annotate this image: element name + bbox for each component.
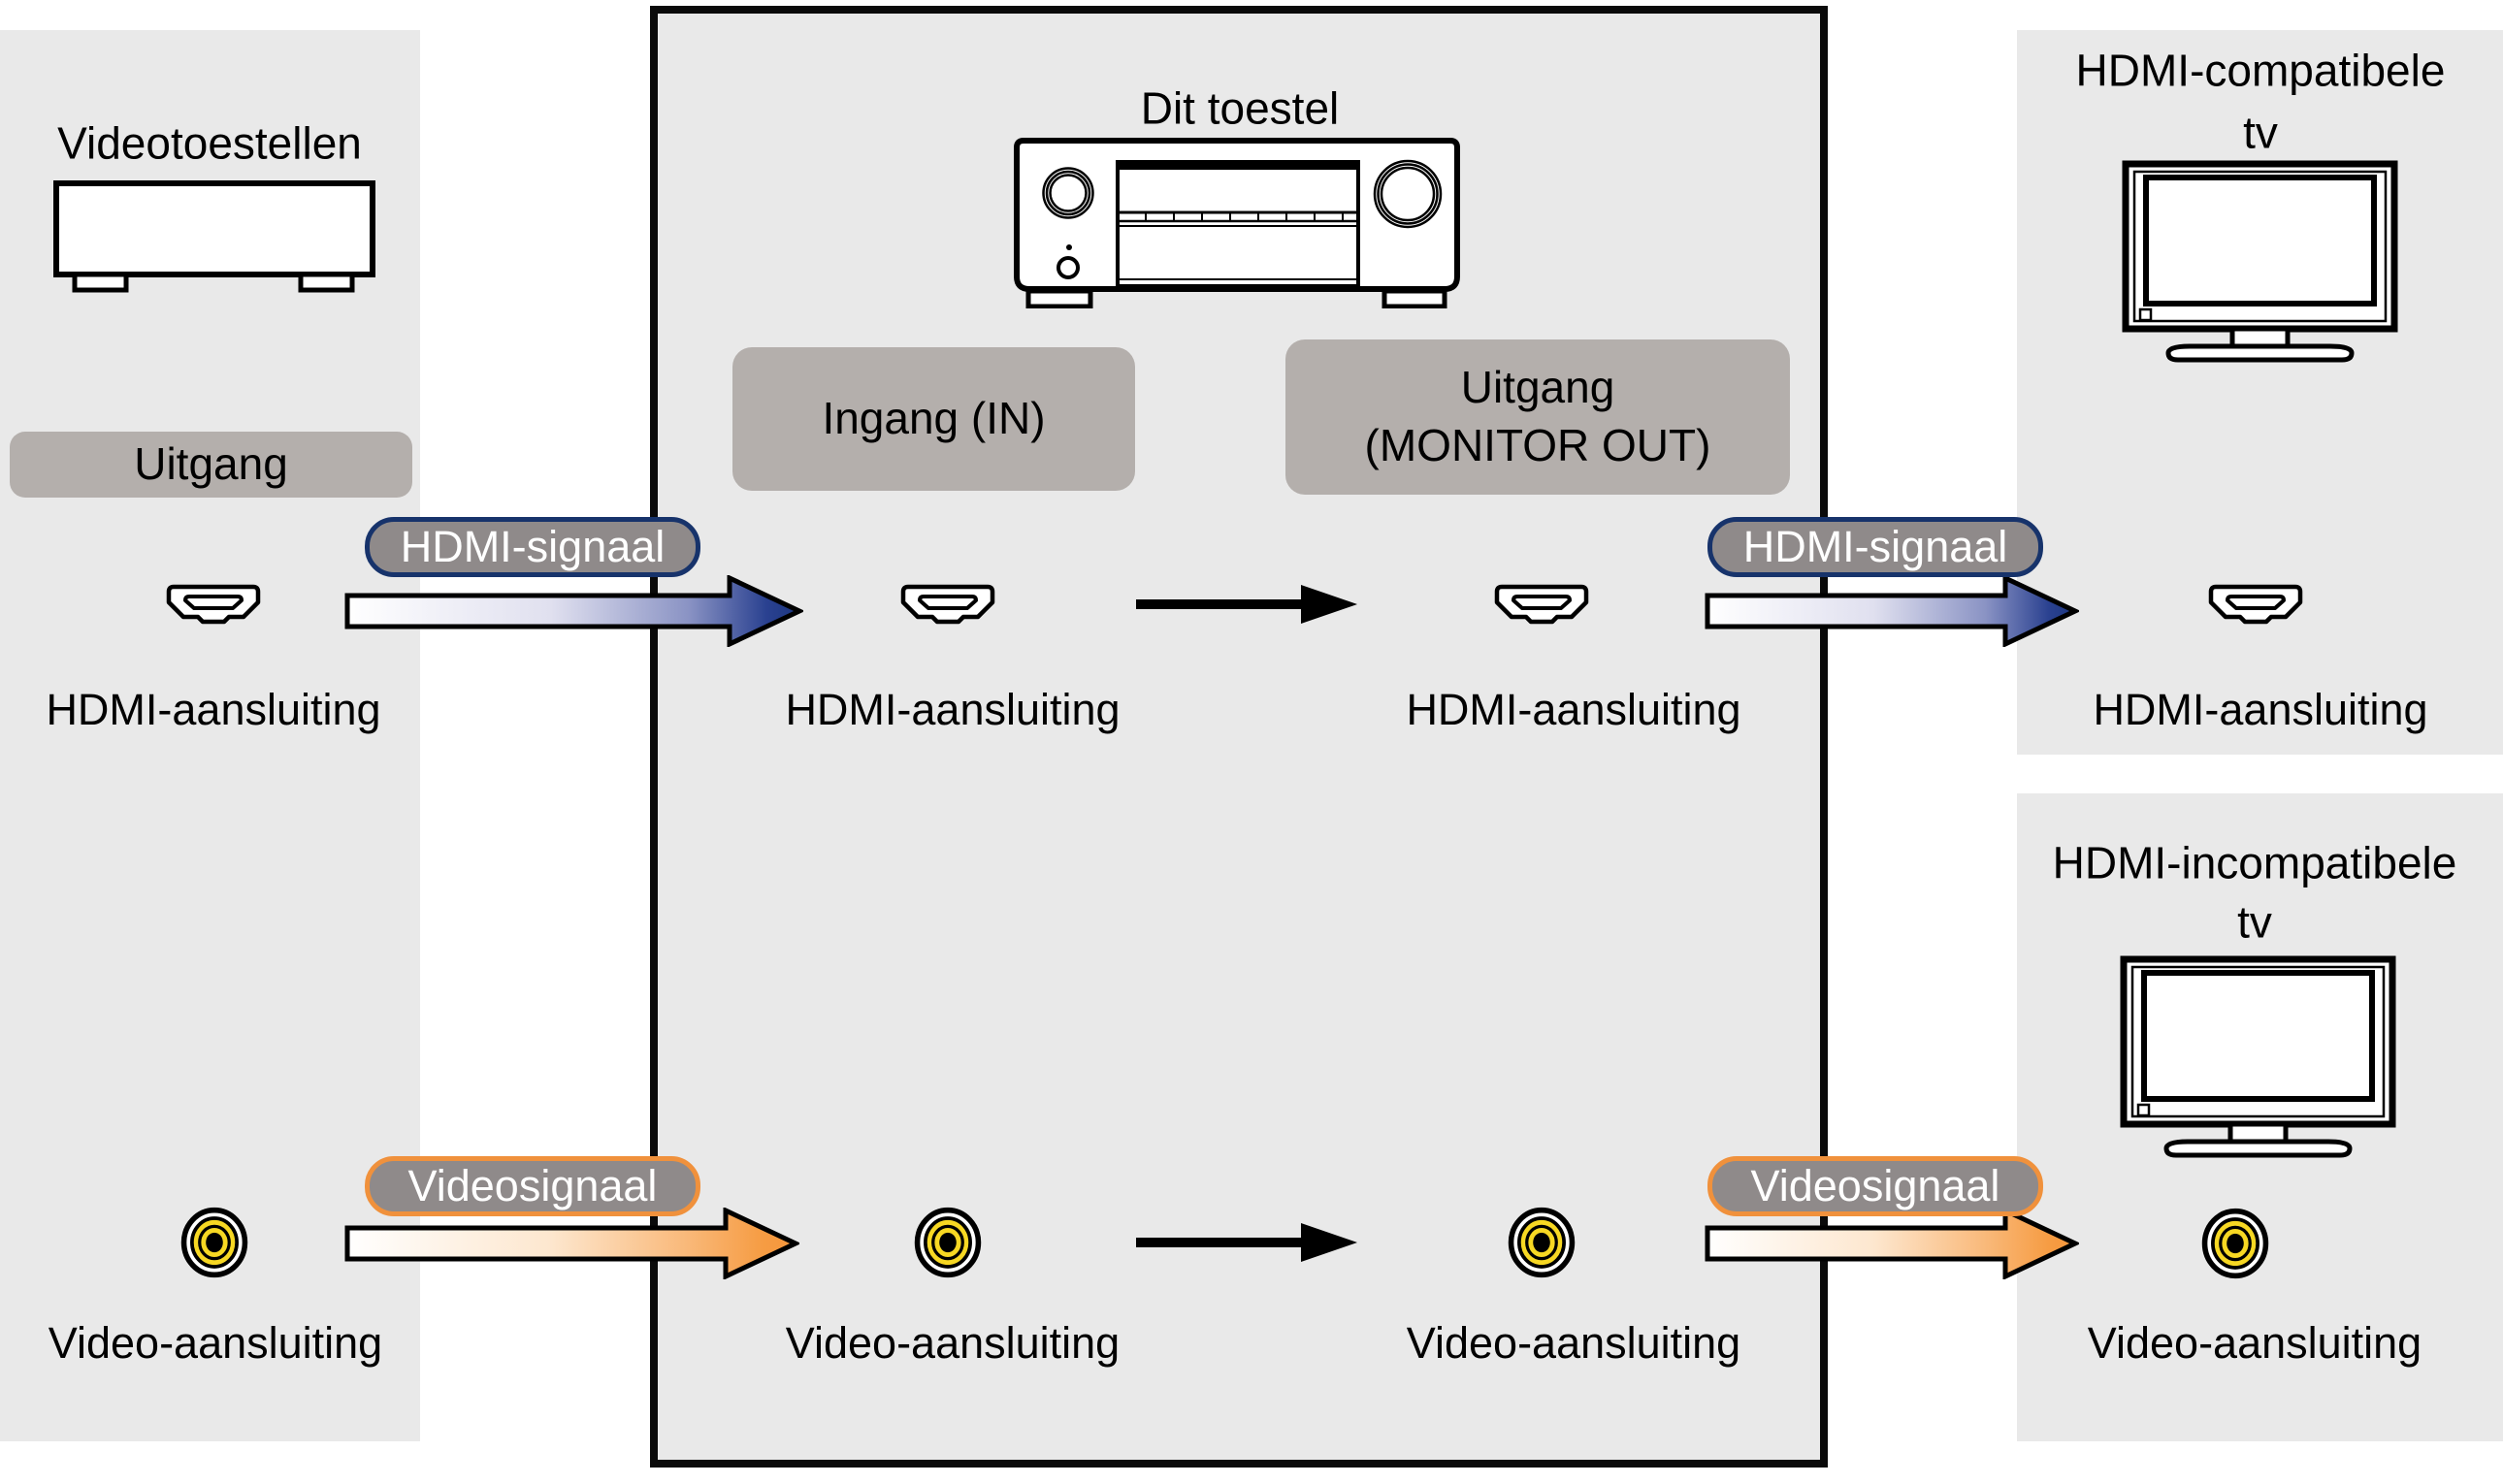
video-jack-label: Video-aansluiting — [1406, 1318, 1741, 1369]
hdmi-jack-label: HDMI-aansluiting — [1406, 685, 1741, 735]
video-signal-arrow — [344, 1208, 799, 1279]
hdmi-connector-icon — [899, 584, 996, 625]
video-jack-label: Video-aansluiting — [48, 1318, 383, 1369]
hdmi-tv-title-line1: HDMI-compatibele — [2075, 45, 2446, 96]
tv-icon — [2122, 160, 2398, 364]
unit-output-label-line2: (MONITOR OUT) — [1364, 420, 1711, 470]
rca-connector-icon — [1506, 1205, 1577, 1280]
hdmi-connector-icon — [2207, 584, 2304, 625]
video-signal-badge-text: Videosignaal — [407, 1161, 658, 1210]
video-device-icon — [49, 180, 378, 295]
video-signal-arrow — [1705, 1208, 2079, 1279]
hdmi-signal-badge-text: HDMI-signaal — [1742, 522, 2008, 571]
hdmi-signal-badge-text: HDMI-signaal — [400, 522, 666, 571]
rca-connector-icon — [179, 1205, 250, 1280]
unit-input-label: Ingang (IN) — [732, 347, 1135, 491]
hdmi-connector-icon — [165, 584, 262, 625]
unit-input-label-text: Ingang (IN) — [822, 393, 1046, 444]
video-signal-badge: Videosignaal — [1707, 1156, 2043, 1216]
unit-output-label: Uitgang (MONITOR OUT) — [1285, 339, 1790, 495]
rca-connector-icon — [2199, 1206, 2271, 1281]
video-signal-badge: Videosignaal — [365, 1156, 700, 1216]
video-signal-badge-text: Videosignaal — [1750, 1161, 2000, 1210]
video-tv-title-line1: HDMI-incompatibele — [2052, 837, 2457, 888]
hdmi-connector-icon — [1493, 584, 1590, 625]
hdmi-tv-title-line2: tv — [2243, 107, 2278, 158]
hdmi-signal-badge: HDMI-signaal — [365, 517, 700, 577]
hdmi-jack-label: HDMI-aansluiting — [785, 685, 1121, 735]
video-tv-title-line2: tv — [2237, 896, 2272, 948]
unit-output-label-line1: Uitgang — [1460, 362, 1615, 413]
tv-icon — [2120, 955, 2396, 1159]
hdmi-jack-label: HDMI-aansluiting — [46, 685, 381, 735]
hdmi-signal-arrow — [1705, 575, 2079, 647]
video-jack-label: Video-aansluiting — [785, 1318, 1121, 1369]
hdmi-signal-badge: HDMI-signaal — [1707, 517, 2043, 577]
flow-arrow-icon — [1136, 583, 1359, 626]
hdmi-signal-arrow — [344, 575, 803, 647]
flow-arrow-icon — [1136, 1221, 1359, 1264]
source-output-label: Uitgang — [10, 432, 412, 498]
source-output-label-text: Uitgang — [134, 438, 288, 490]
hdmi-jack-label: HDMI-aansluiting — [2093, 685, 2428, 735]
video-devices-title: Videotoestellen — [57, 117, 362, 169]
hdmi-tv-panel — [2017, 30, 2503, 755]
av-receiver-icon — [1014, 136, 1460, 308]
video-jack-label: Video-aansluiting — [2087, 1318, 2422, 1369]
unit-title: Dit toestel — [1140, 82, 1340, 134]
rca-connector-icon — [912, 1205, 984, 1280]
